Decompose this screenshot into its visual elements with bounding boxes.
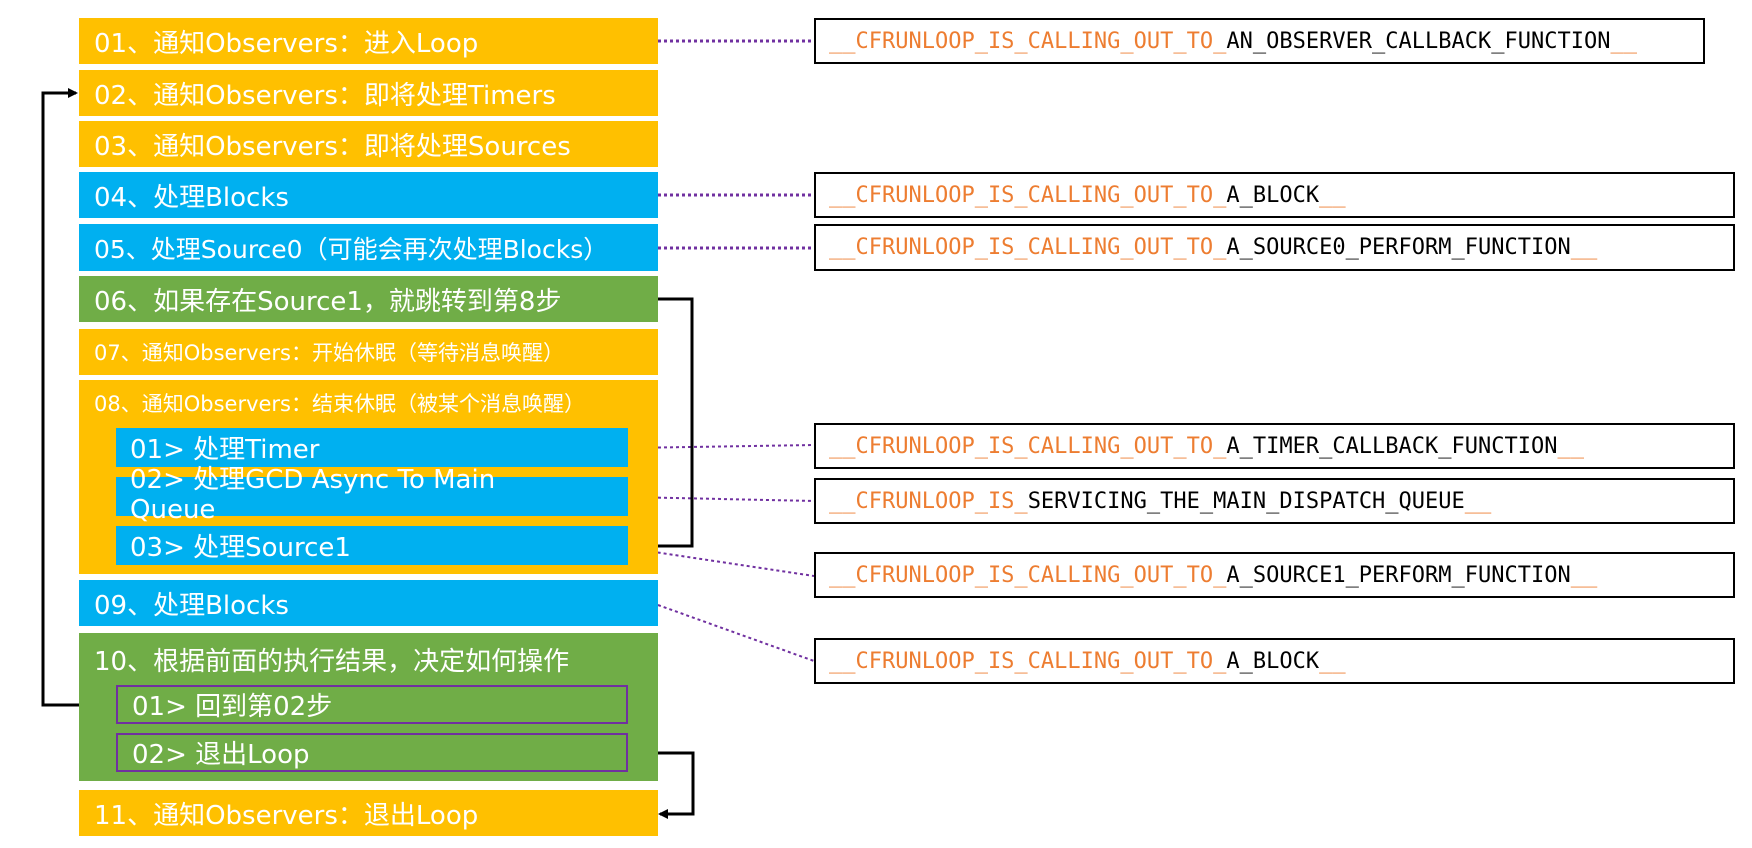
function-observer-prefix: __CFRUNLOOP_IS_CALLING_OUT_TO_ — [829, 28, 1227, 54]
function-block-2: __CFRUNLOOP_IS_CALLING_OUT_TO_A_BLOCK__ — [814, 638, 1735, 684]
function-source1-name: A_SOURCE1_PERFORM_FUNCTION — [1226, 562, 1571, 588]
function-block-2-suffix: __ — [1319, 648, 1346, 674]
function-timer-prefix: __CFRUNLOOP_IS_CALLING_OUT_TO_ — [829, 433, 1227, 459]
step-10-sub-exit-label: 02> 退出Loop — [132, 740, 310, 770]
function-block-1-name: A_BLOCK — [1226, 182, 1320, 208]
function-timer-suffix: __ — [1557, 433, 1585, 459]
step-09-label: 09、处理Blocks — [94, 590, 289, 621]
step-09: 09、处理Blocks — [79, 580, 658, 626]
function-dispatch-name: SERVICING_THE_MAIN_DISPATCH_QUEUE — [1027, 488, 1465, 514]
step-08-sub-source1-label: 03> 处理Source1 — [130, 533, 351, 563]
function-block-1: __CFRUNLOOP_IS_CALLING_OUT_TO_A_BLOCK__ — [814, 172, 1735, 218]
step-03: 03、通知Observers：即将处理Sources — [79, 121, 658, 167]
step-10-label: 10、根据前面的执行结果，决定如何操作 — [94, 647, 570, 677]
function-observer-callback: __CFRUNLOOP_IS_CALLING_OUT_TO_AN_OBSERVE… — [814, 18, 1705, 64]
step-02: 02、通知Observers：即将处理Timers — [79, 70, 658, 116]
function-block-2-name: A_BLOCK — [1226, 648, 1320, 674]
connector-source1 — [627, 547, 815, 577]
connector-09 — [657, 604, 815, 662]
function-dispatch-prefix: __CFRUNLOOP_IS_ — [829, 488, 1028, 514]
step-05-label: 05、处理Source0（可能会再次处理Blocks） — [94, 234, 609, 264]
step-10-sub-exit: 02> 退出Loop — [116, 733, 628, 772]
step-06: 06、如果存在Source1，就跳转到第8步 — [79, 276, 658, 322]
function-main-dispatch-queue: __CFRUNLOOP_IS_SERVICING_THE_MAIN_DISPAT… — [814, 478, 1735, 524]
function-timer-callback: __CFRUNLOOP_IS_CALLING_OUT_TO_A_TIMER_CA… — [814, 423, 1735, 469]
step-01-label: 01、通知Observers：进入Loop — [94, 28, 479, 59]
connector-gcd — [627, 496, 815, 502]
function-block-2-prefix: __CFRUNLOOP_IS_CALLING_OUT_TO_ — [829, 648, 1227, 674]
step-08-sub-source1: 03> 处理Source1 — [116, 526, 628, 565]
step-11: 11、通知Observers：退出Loop — [79, 790, 658, 836]
step-02-label: 02、通知Observers：即将处理Timers — [94, 80, 556, 111]
step-04: 04、处理Blocks — [79, 172, 658, 218]
function-block-1-prefix: __CFRUNLOOP_IS_CALLING_OUT_TO_ — [829, 182, 1227, 208]
function-block-1-suffix: __ — [1319, 182, 1346, 208]
function-source1: __CFRUNLOOP_IS_CALLING_OUT_TO_A_SOURCE1_… — [814, 552, 1735, 598]
step-08-label: 08、通知Observers：结束休眠（被某个消息唤醒） — [94, 392, 585, 416]
step-07: 07、通知Observers：开始休眠（等待消息唤醒） — [79, 329, 658, 375]
exit-loop-arrow — [628, 751, 695, 819]
function-source0: __CFRUNLOOP_IS_CALLING_OUT_TO_A_SOURCE0_… — [814, 224, 1735, 271]
connector-timer — [627, 444, 815, 449]
jump-to-step8-arrow — [628, 297, 694, 551]
step-08-sub-timer: 01> 处理Timer — [116, 428, 628, 467]
step-08-sub-timer-label: 01> 处理Timer — [130, 435, 320, 465]
function-source1-suffix: __ — [1570, 562, 1598, 588]
function-timer-name: A_TIMER_CALLBACK_FUNCTION — [1226, 433, 1558, 459]
step-03-label: 03、通知Observers：即将处理Sources — [94, 131, 571, 162]
step-07-label: 07、通知Observers：开始休眠（等待消息唤醒） — [94, 341, 564, 365]
step-10-sub-back-label: 01> 回到第02步 — [132, 692, 333, 722]
function-observer-suffix: __ — [1610, 28, 1637, 54]
function-dispatch-suffix: __ — [1464, 488, 1492, 514]
step-05: 05、处理Source0（可能会再次处理Blocks） — [79, 224, 658, 271]
step-10: 10、根据前面的执行结果，决定如何操作 — [79, 633, 658, 781]
step-11-label: 11、通知Observers：退出Loop — [94, 800, 479, 831]
step-01: 01、通知Observers：进入Loop — [79, 18, 658, 64]
step-08-sub-gcd-label: 02> 处理GCD Async To Main Queue — [130, 465, 496, 525]
step-08-sub-gcd: 02> 处理GCD Async To Main Queue — [116, 465, 628, 525]
function-observer-name: AN_OBSERVER_CALLBACK_FUNCTION — [1226, 28, 1611, 54]
function-source0-suffix: __ — [1570, 235, 1598, 260]
function-source0-name: A_SOURCE0_PERFORM_FUNCTION — [1226, 235, 1571, 260]
step-06-label: 06、如果存在Source1，就跳转到第8步 — [94, 286, 562, 317]
step-10-sub-back: 01> 回到第02步 — [116, 685, 628, 724]
function-source1-prefix: __CFRUNLOOP_IS_CALLING_OUT_TO_ — [829, 562, 1227, 588]
function-source0-prefix: __CFRUNLOOP_IS_CALLING_OUT_TO_ — [829, 235, 1227, 260]
step-04-label: 04、处理Blocks — [94, 182, 289, 213]
